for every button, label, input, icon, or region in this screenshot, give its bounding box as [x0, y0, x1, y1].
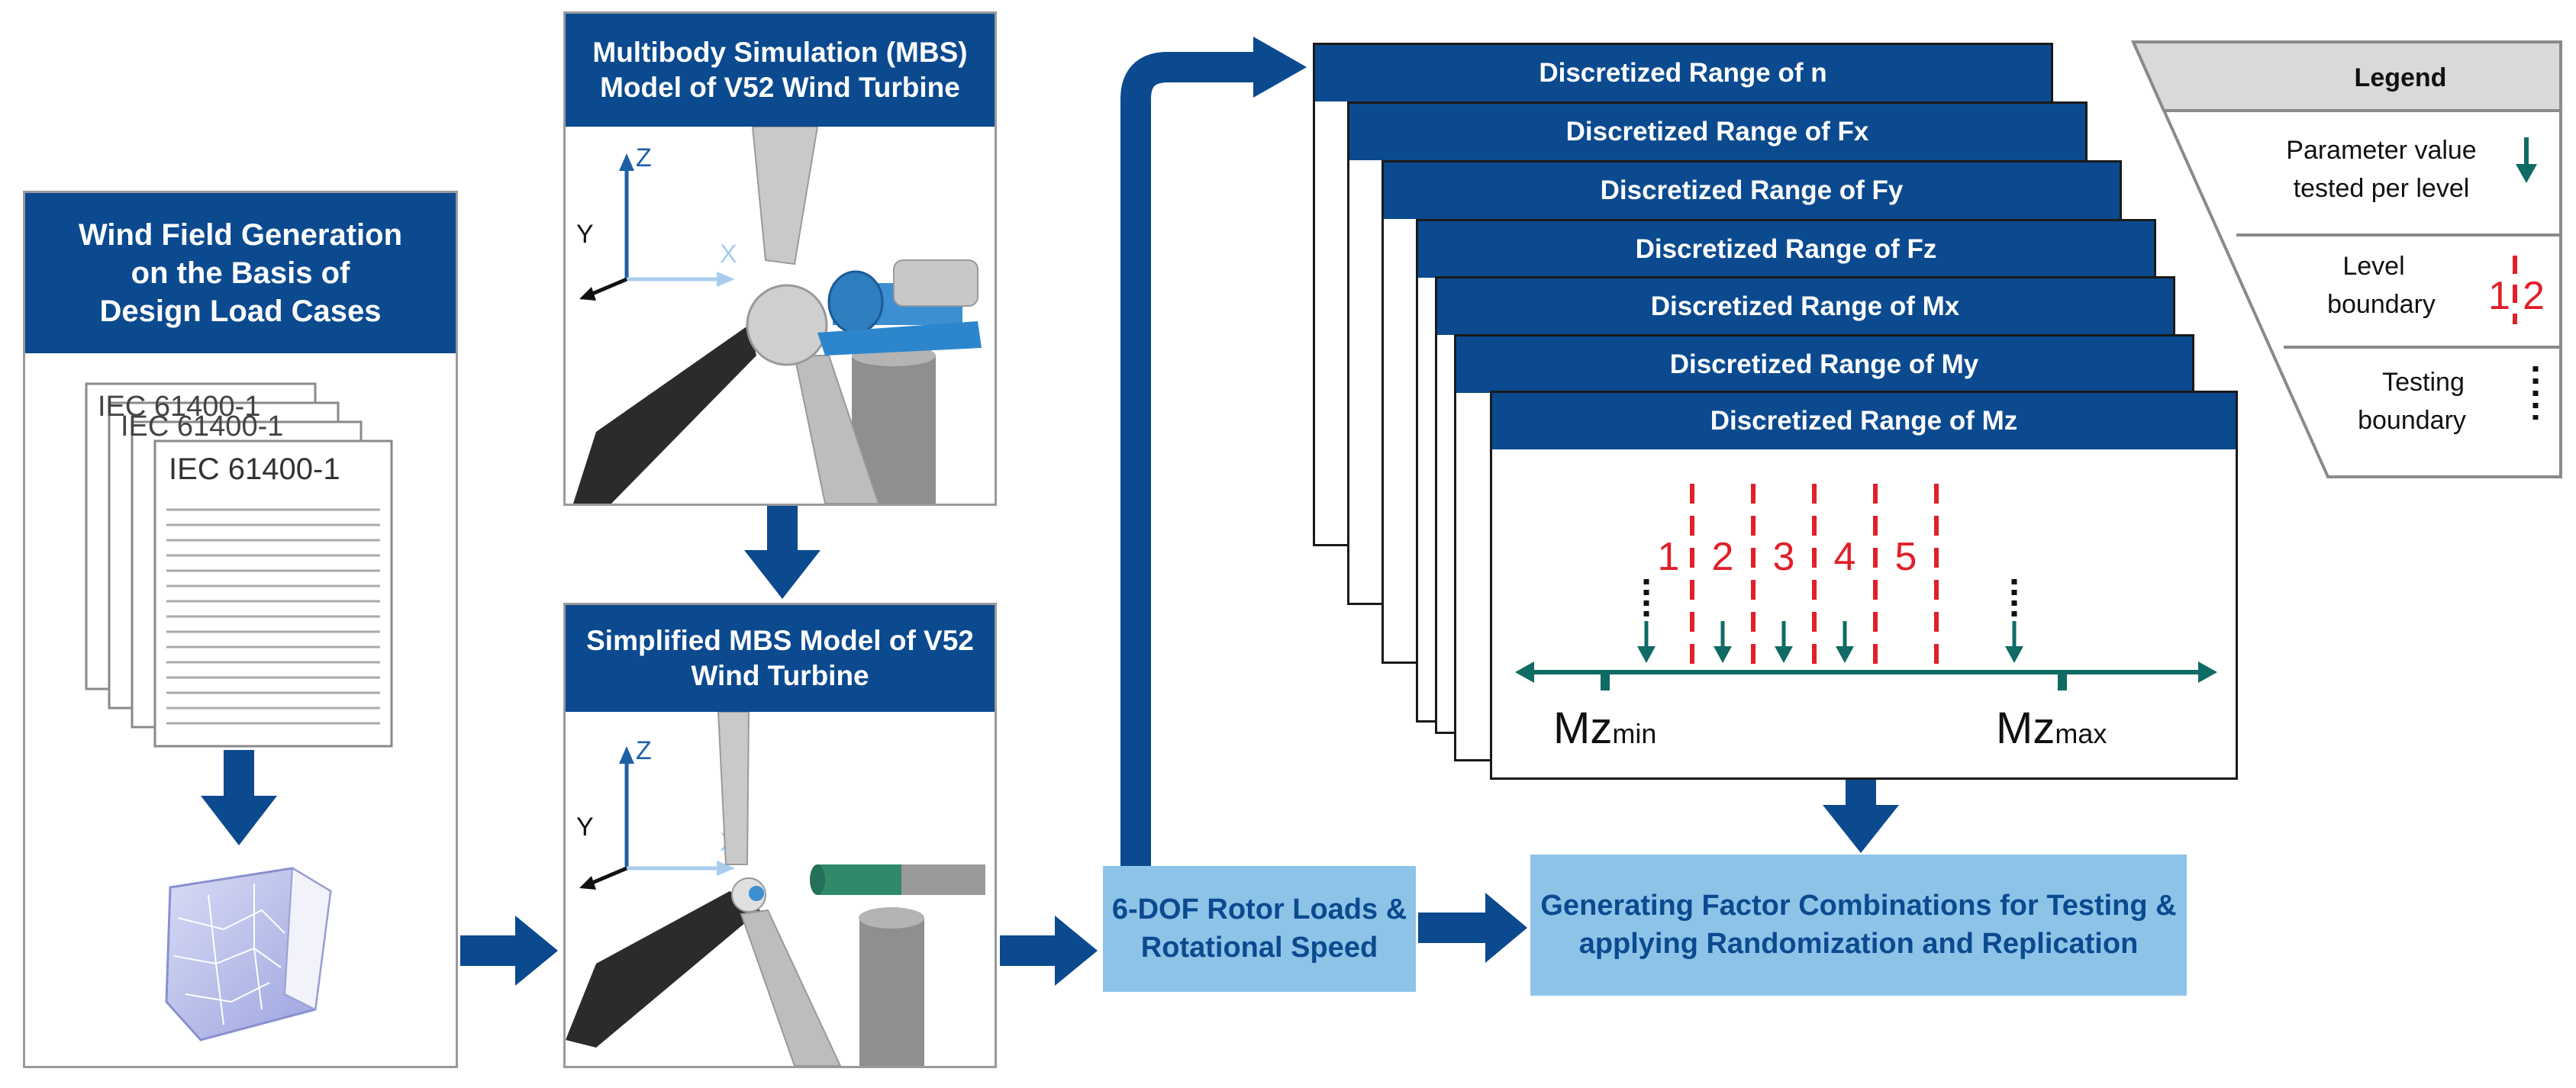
mz-range-axis: 1 2 3 4 5 M [1515, 484, 2217, 753]
legend-item3-line1: Testing [2382, 368, 2465, 397]
generating-combinations-box: Generating Factor Combinations for Testi… [1530, 855, 2187, 996]
level-label-1: 1 [1658, 535, 1680, 579]
mbs-turbine-render: Z Y X [573, 127, 982, 504]
mbs-axis-z: Z [636, 143, 652, 172]
simplified-axis-z: Z [636, 736, 652, 765]
wind-field-title-line1: Wind Field Generation [78, 218, 403, 252]
level-label-3: 3 [1773, 535, 1795, 579]
mbs-title-line1: Multibody Simulation (MBS) [592, 36, 968, 68]
wind-field-title-line2: on the Basis of [131, 256, 350, 290]
flow-arrow-1 [460, 916, 558, 986]
range-card-mz: Discretized Range of Mz 1 2 3 4 5 [1490, 391, 2238, 780]
legend-panel: Legend Parameter value tested per level … [2130, 40, 2562, 478]
legend-item1-line2: tested per level [2294, 174, 2470, 203]
legend-item2-line2: boundary [2327, 290, 2436, 319]
simplified-axis-y: Y [576, 813, 594, 842]
rotor-loads-line2: Rotational Speed [1140, 931, 1378, 964]
legend-item3-line2: boundary [2358, 406, 2466, 435]
flow-arrow-up-to-ranges [1120, 37, 1307, 866]
mz-min-label: Mz [1553, 703, 1612, 753]
legend-test-arrow-icon [2516, 137, 2537, 183]
mbs-title: Multibody Simulation (MBS) Model of V52 … [566, 14, 995, 127]
legend-item1-line1: Parameter value [2286, 136, 2476, 165]
range-title-mx: Discretized Range of Mx [1437, 278, 2173, 335]
wind-field-title: Wind Field Generation on the Basis of De… [25, 193, 456, 353]
legend-title: Legend [2355, 63, 2447, 92]
generating-line1: Generating Factor Combinations for Testi… [1540, 890, 2177, 922]
svg-text:Mzmin: Mzmin [1553, 703, 1656, 753]
range-title-fy: Discretized Range of Fy [1384, 163, 2120, 219]
wind-down-arrow [201, 750, 277, 845]
mz-max-sub: max [2055, 718, 2107, 749]
mbs-model-panel: Multibody Simulation (MBS) Model of V52 … [563, 11, 997, 506]
mz-max-label: Mz [1996, 703, 2055, 753]
range-title-mz: Discretized Range of Mz [1492, 393, 2236, 449]
range-title-my: Discretized Range of My [1456, 336, 2192, 393]
legend-level-boundary-icon: 1 2 [2488, 256, 2545, 324]
flow-arrow-down-ranges [1823, 763, 1899, 853]
range-title-fz: Discretized Range of Fz [1418, 221, 2154, 278]
flow-arrow-2 [1000, 916, 1098, 986]
simplified-turbine-render: Z Y X [566, 712, 985, 1066]
iec-document-stack: IEC 61400-1 IEC 61400-1 IEC 61400-1 [85, 382, 393, 748]
mbs-axis-y: Y [576, 220, 594, 249]
svg-text:Mzmax: Mzmax [1996, 703, 2107, 753]
range-title-n: Discretized Range of n [1315, 45, 2051, 101]
wind-field-panel: Wind Field Generation on the Basis of De… [23, 191, 458, 1068]
legend-item2-line1: Level [2342, 252, 2404, 281]
mbs-axis-x: X [720, 240, 737, 269]
generating-line2: applying Randomization and Replication [1578, 927, 2139, 960]
flow-arrow-3 [1418, 893, 1527, 963]
wind-field-volume-icon [165, 867, 332, 1041]
doc-front-label: IEC 61400-1 [169, 452, 340, 486]
mbs-title-line2: Model of V52 Wind Turbine [600, 72, 960, 103]
level-label-5: 5 [1895, 535, 1917, 579]
wind-field-title-line3: Design Load Cases [99, 295, 382, 328]
simplified-title-line2: Wind Turbine [691, 660, 869, 691]
flow-arrow-down-mbs [744, 506, 821, 599]
doc-back-label-1: IEC 61400-1 [98, 391, 260, 423]
simplified-model-panel: Simplified MBS Model of V52 Wind Turbine… [563, 603, 997, 1068]
doc-back-label-2: IEC 61400-1 [121, 410, 283, 443]
legend-level-num1: 1 [2488, 274, 2510, 318]
range-title-fx: Discretized Range of Fx [1349, 104, 2085, 160]
level-label-4: 4 [1834, 535, 1856, 579]
rotor-loads-box: 6-DOF Rotor Loads & Rotational Speed [1103, 866, 1416, 992]
level-label-2: 2 [1712, 535, 1734, 579]
legend-level-num2: 2 [2523, 274, 2545, 318]
simplified-title: Simplified MBS Model of V52 Wind Turbine [566, 605, 995, 712]
mz-min-sub: min [1612, 718, 1656, 749]
rotor-loads-line1: 6-DOF Rotor Loads & [1111, 893, 1407, 926]
simplified-title-line1: Simplified MBS Model of V52 [586, 624, 974, 656]
